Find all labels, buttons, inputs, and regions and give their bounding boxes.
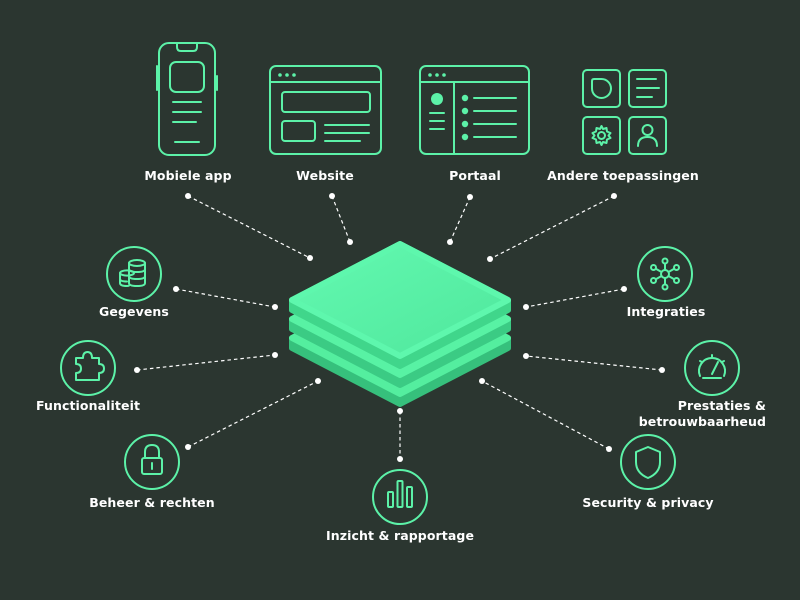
smartphone-icon	[156, 42, 218, 156]
label-portal: Portaal	[449, 168, 501, 183]
connector-integrations	[525, 288, 625, 308]
label-performance-line1: Prestaties &	[677, 398, 766, 413]
speedometer-icon	[684, 340, 740, 396]
network-hub-icon	[637, 246, 693, 302]
lock-icon	[124, 434, 180, 490]
connector-security	[481, 380, 610, 450]
dot	[329, 193, 335, 199]
platform-stack-icon	[289, 241, 511, 407]
stack-layer-top	[289, 241, 511, 369]
dot	[397, 408, 403, 414]
dot	[447, 239, 453, 245]
connector-lines	[136, 195, 663, 459]
connector-access	[187, 380, 319, 448]
dot	[134, 367, 140, 373]
dot	[173, 286, 179, 292]
coins-database-icon	[106, 246, 162, 302]
dot	[272, 352, 278, 358]
label-website: Website	[296, 168, 354, 183]
connector-performance	[525, 355, 663, 371]
connector-website	[331, 195, 351, 243]
connector-mobile	[187, 195, 311, 259]
label-insights-reporting: Inzicht & rapportage	[325, 528, 475, 543]
connector-dots	[134, 193, 665, 462]
label-other-applications: Andere toepassingen	[547, 168, 699, 183]
dot	[467, 194, 473, 200]
dot	[659, 367, 665, 373]
connector-functionality	[136, 354, 276, 371]
portal-dots	[428, 73, 469, 141]
dot	[315, 378, 321, 384]
portal-dashboard-icon	[419, 65, 530, 155]
connector-other	[489, 195, 615, 260]
dot	[523, 353, 529, 359]
label-mobile-app: Mobiele app	[144, 168, 232, 183]
label-functionality: Functionaliteit	[35, 398, 141, 413]
dot	[606, 446, 612, 452]
dot	[523, 304, 529, 310]
dot	[185, 444, 191, 450]
dot	[347, 239, 353, 245]
dot	[611, 193, 617, 199]
dot	[487, 256, 493, 262]
label-data: Gegevens	[99, 304, 169, 319]
shield-icon	[620, 434, 676, 490]
dot	[307, 255, 313, 261]
label-performance: Prestaties & betrouwbaarheud	[639, 398, 766, 430]
connector-data	[175, 288, 276, 308]
dot	[397, 456, 403, 462]
dot	[272, 304, 278, 310]
label-performance-line2: betrouwbaarheud	[638, 414, 766, 429]
label-access-rights: Beheer & rechten	[89, 495, 215, 510]
label-integrations: Integraties	[626, 304, 706, 319]
label-security-privacy: Security & privacy	[582, 495, 714, 510]
app-grid-icon	[582, 69, 667, 155]
dot	[185, 193, 191, 199]
puzzle-piece-icon	[60, 340, 116, 396]
browser-dots	[278, 73, 296, 77]
connector-portal	[449, 196, 471, 243]
browser-window-icon	[269, 65, 382, 155]
dot	[479, 378, 485, 384]
dot	[621, 286, 627, 292]
bar-chart-icon	[372, 469, 428, 525]
